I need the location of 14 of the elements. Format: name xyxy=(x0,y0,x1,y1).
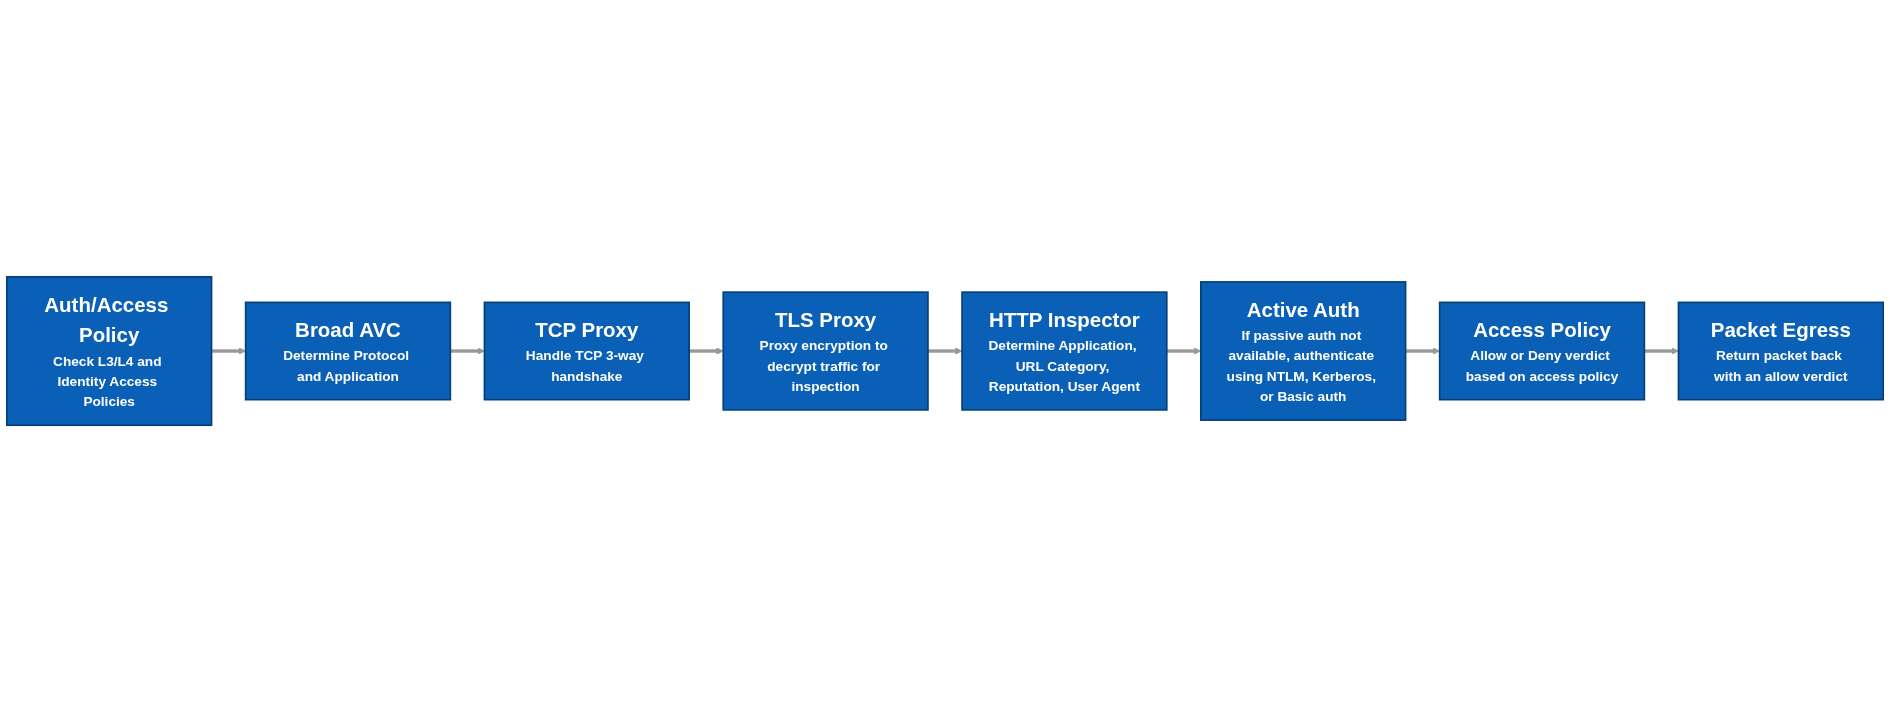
arrow xyxy=(1405,347,1440,355)
arrow xyxy=(927,347,963,355)
node-box: Packet Egress Return packet back with an allow verdict xyxy=(1677,301,1885,401)
node-box: Auth/Access Policy Check L3/L4 and Identity Access Policies xyxy=(5,275,213,427)
arrow xyxy=(689,347,724,355)
node-box: HTTP Inspector Determine Application, URL Category, Reputation, User Agent xyxy=(961,291,1168,411)
arrow xyxy=(1644,347,1679,355)
node-box: TLS Proxy Proxy encryption to decrypt traffic for inspection xyxy=(722,291,929,411)
arrow xyxy=(450,347,485,355)
node-box: TCP Proxy Handle TCP 3-way handshake xyxy=(483,301,690,401)
node-box: Access Policy Allow or Deny verdict based on access policy xyxy=(1438,301,1646,401)
node-box: Active Auth If passive auth not available, authenticate using NTLM, Kerberos, or Basic auth xyxy=(1200,281,1407,421)
node-box: Broad AVC Determine Protocol and Application xyxy=(244,301,452,401)
arrow xyxy=(211,347,246,355)
